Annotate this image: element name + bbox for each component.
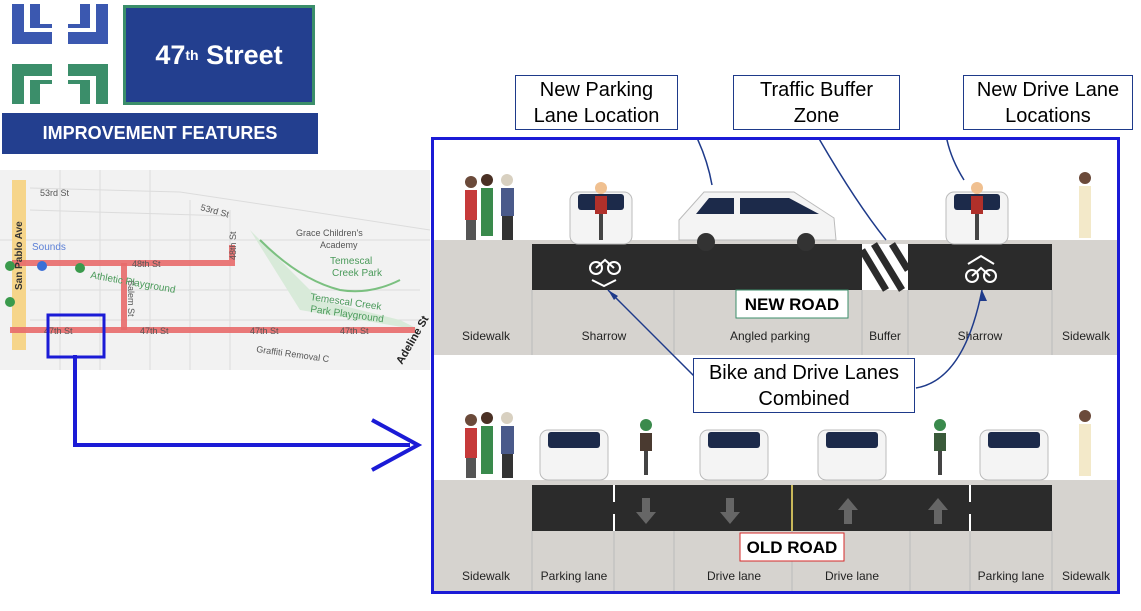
old-lane-drive-left: Drive lane — [707, 569, 761, 583]
map-label-grace-1: Grace Children's — [296, 228, 363, 238]
new-lane-sharrow-left: Sharrow — [582, 329, 627, 343]
old-lane-parking-left: Parking lane — [541, 569, 608, 583]
callout-new-parking-line1: New Parking — [539, 78, 654, 101]
callout-traffic-buffer-line2: Zone — [793, 104, 840, 127]
old-lane-parking-right: Parking lane — [978, 569, 1045, 583]
map-label-47th-st-b: 47th St — [140, 326, 169, 336]
old-road-section — [434, 410, 1117, 591]
old-lane-sidewalk-left: Sidewalk — [462, 569, 511, 583]
improvement-features-banner: IMPROVEMENT FEATURES — [2, 113, 318, 154]
callout-new-drive-lane-line2: Locations — [1005, 104, 1091, 127]
map-label-sounds: Sounds — [32, 242, 66, 253]
title-number: 47 — [155, 39, 186, 70]
callout-traffic-buffer-line1: Traffic Buffer — [759, 78, 873, 101]
map-label-salem-st: Salem St — [126, 280, 136, 317]
title-rest: Street — [198, 39, 283, 70]
callout-new-parking-line2: Lane Location — [533, 104, 660, 127]
map-label-48th-st-a: 48th St — [132, 259, 161, 269]
map-label-san-pablo: San Pablo Ave — [14, 221, 25, 290]
new-road-section — [434, 172, 1117, 355]
road-cross-sections: NEW ROAD Sidewalk Sharrow Angled parking… — [434, 140, 1117, 591]
new-lane-buffer: Buffer — [869, 329, 901, 343]
map-label-48th-st-b: 48th St — [228, 231, 238, 260]
new-lane-angled-parking: Angled parking — [730, 329, 810, 343]
map-label-temescal-2: Creek Park — [332, 268, 383, 279]
neighborhood-map: 53rd St 53rd St 48th St 48th St Salem St… — [0, 170, 430, 370]
map-label-grace-2: Academy — [320, 240, 358, 250]
new-lane-sidewalk-left: Sidewalk — [462, 329, 511, 343]
title-suffix: th — [185, 47, 199, 63]
map-label-temescal-1: Temescal — [330, 256, 372, 267]
map-label-47th-st-d: 47th St — [340, 326, 369, 336]
old-lane-sidewalk-right: Sidewalk — [1062, 569, 1111, 583]
map-label-53rd-st-a: 53rd St — [40, 188, 70, 198]
callout-combined-line2: Combined — [758, 387, 850, 410]
callout-combined-line1: Bike and Drive Lanes — [708, 361, 900, 384]
callout-new-drive-lane-line1: New Drive Lane — [976, 78, 1120, 101]
map-label-47th-st-a: 47th St — [44, 326, 73, 336]
new-lane-sidewalk-right: Sidewalk — [1062, 329, 1111, 343]
new-lane-sharrow-right: Sharrow — [958, 329, 1003, 343]
old-lane-drive-right: Drive lane — [825, 569, 879, 583]
city-logo — [12, 4, 108, 104]
old-road-tag: OLD ROAD — [747, 538, 838, 557]
pointer-arrow — [73, 355, 423, 472]
new-road-tag: NEW ROAD — [745, 295, 839, 314]
map-label-47th-st-c: 47th St — [250, 326, 279, 336]
